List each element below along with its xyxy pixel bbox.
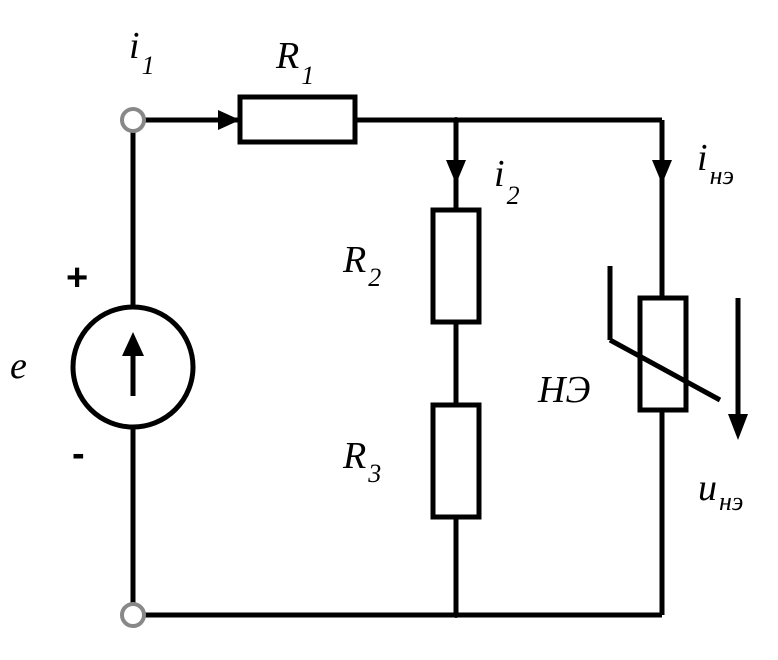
resistor-r1 <box>237 94 358 145</box>
i2-arrow <box>446 160 466 184</box>
wires <box>130 117 665 618</box>
top-terminal <box>120 107 146 133</box>
e-label: e <box>10 345 27 387</box>
resistor-r3 <box>430 402 482 520</box>
i2-label: i2 <box>494 153 520 210</box>
r1-label: R1 <box>275 35 314 90</box>
nonlinear-element <box>607 266 722 413</box>
plus-sign: + <box>66 257 88 299</box>
junction-dot <box>453 117 459 123</box>
i1-label: i1 <box>129 25 155 80</box>
minus-sign: - <box>72 433 85 475</box>
r2-label: R2 <box>342 239 381 292</box>
junction-dot <box>453 612 459 618</box>
resistor-r2 <box>430 207 482 325</box>
bottom-terminal <box>120 602 146 628</box>
ine-arrow <box>652 160 672 184</box>
r3-label: R3 <box>342 435 381 488</box>
une-label: uнэ <box>698 467 743 516</box>
voltage-arrow <box>728 298 748 440</box>
voltage-source <box>70 304 196 430</box>
ne-label: НЭ <box>537 369 590 411</box>
ine-label: iнэ <box>697 137 734 190</box>
i1-arrow <box>218 110 240 130</box>
